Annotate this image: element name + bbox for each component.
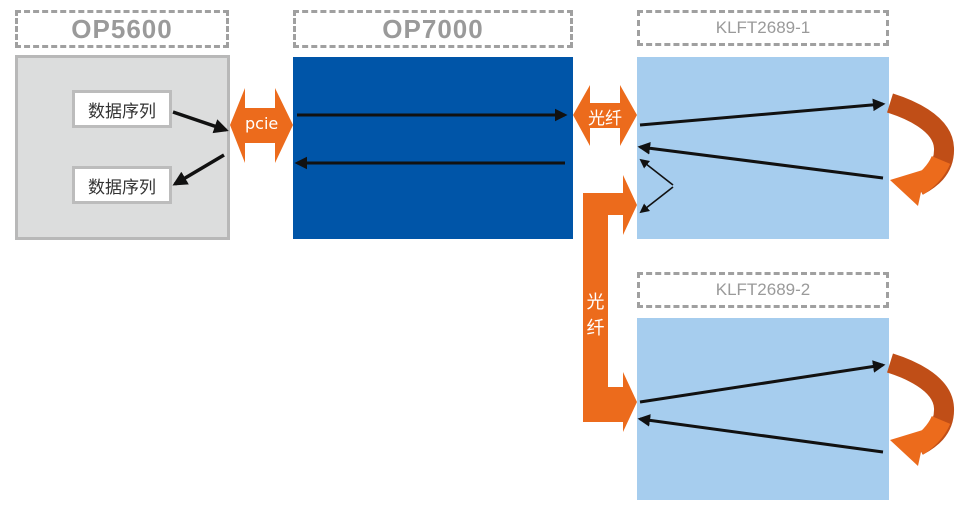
fiber-2-label-char2: 纤 <box>586 318 605 339</box>
klft2-title: KLFT2689-2 <box>637 272 889 308</box>
op7000-box <box>293 57 573 239</box>
pcie-label: pcie <box>245 114 279 133</box>
klft1-loopback-icon <box>886 93 954 206</box>
klft1-split-up <box>639 158 674 186</box>
klft1-rx-arrow <box>637 142 884 180</box>
data-sequence-out: 数据序列 <box>72 166 172 204</box>
klft1-box <box>637 57 889 239</box>
klft2-loopback-icon <box>886 353 954 466</box>
op7000-title: OP7000 <box>293 10 573 48</box>
klft1-split-down <box>639 186 674 214</box>
fiber-2-connector <box>583 175 637 432</box>
klft2-tx-arrow <box>639 360 886 404</box>
op5600-title: OP5600 <box>15 10 229 48</box>
klft2-box <box>637 318 889 500</box>
klft1-title: KLFT2689-1 <box>637 10 889 46</box>
klft1-tx-arrow <box>639 98 886 127</box>
op5600-box <box>15 55 230 240</box>
fiber-1-label: 光纤 <box>588 109 622 129</box>
fiber-2-label: 光 纤 <box>583 290 608 342</box>
data-sequence-in: 数据序列 <box>72 90 172 128</box>
seq-out-arrow <box>172 153 225 186</box>
pcie-double-arrow <box>230 88 293 163</box>
seq-in-arrow <box>172 110 229 134</box>
fiber-2-label-char1: 光 <box>586 292 605 313</box>
klft2-rx-arrow <box>637 414 884 454</box>
fiber-1-double-arrow <box>573 85 637 146</box>
